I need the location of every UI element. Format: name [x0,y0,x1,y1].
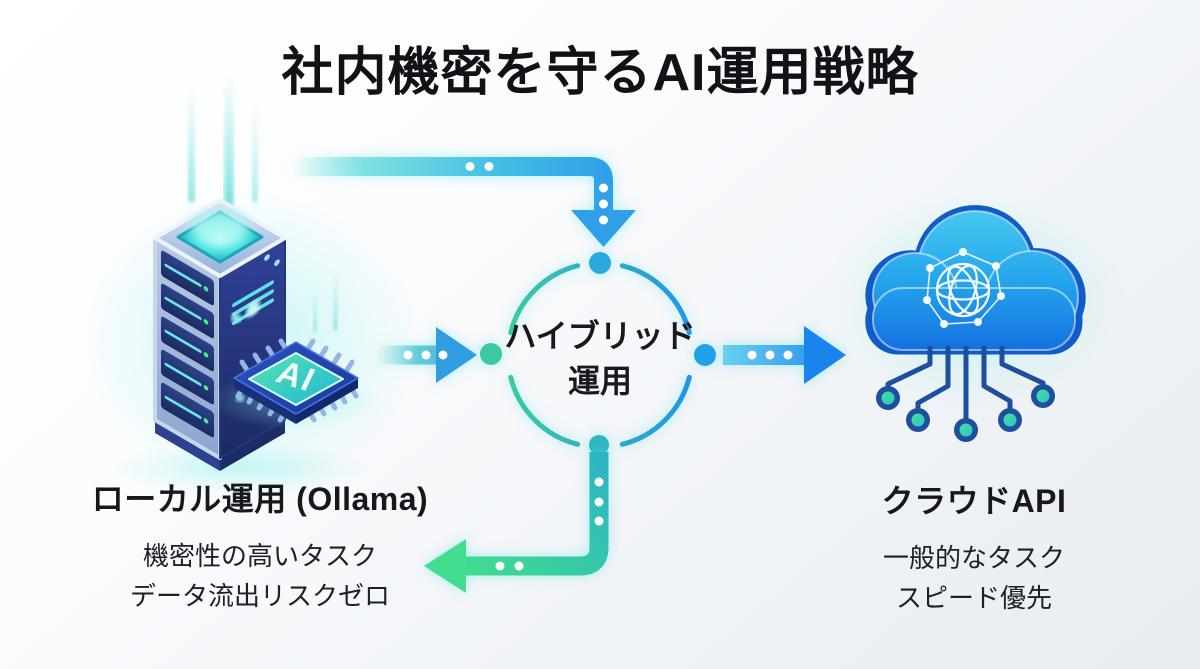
page-title: 社内機密を守るAI運用戦略 [281,44,919,102]
local-section: ローカル運用 (Ollama) 機密性の高いタスク データ流出リスクゼロ [60,474,460,617]
cloud-icon [865,205,1086,442]
server-slats [161,250,214,438]
cloud-point-1: 一般的なタスク [882,543,1065,573]
arrow-hybrid-to-cloud [723,326,846,384]
hybrid-label-line1: ハイブリッド [504,318,696,354]
local-point-1: 機密性の高いタスク [142,541,377,571]
cloud-section: クラウドAPI 一般的なタスク スピード優先 [824,476,1124,619]
network-globe-icon [923,248,1005,328]
arrow-local-to-hybrid-direct [378,327,477,383]
light-beams [188,74,338,332]
hybrid-label: ハイブリッド 運用 [470,314,730,405]
cloud-heading: クラウドAPI [881,483,1067,519]
local-point-2: データ流出リスクゼロ [129,581,390,612]
junction-dot-bottom [589,435,609,455]
hybrid-label-line2: 運用 [567,363,632,400]
circuit-nodes [876,384,1055,442]
local-heading: ローカル運用 (Ollama) [91,481,429,517]
hybrid-circle [480,252,716,455]
junction-dot-right [694,344,716,366]
junction-dot-left [480,343,502,365]
ai-chip-icon: AI [210,338,382,430]
arrow-hybrid-to-local [424,452,609,593]
junction-dot-top [589,252,611,274]
cloud-point-2: スピード優先 [895,583,1052,614]
arrow-local-to-hybrid [292,157,636,247]
